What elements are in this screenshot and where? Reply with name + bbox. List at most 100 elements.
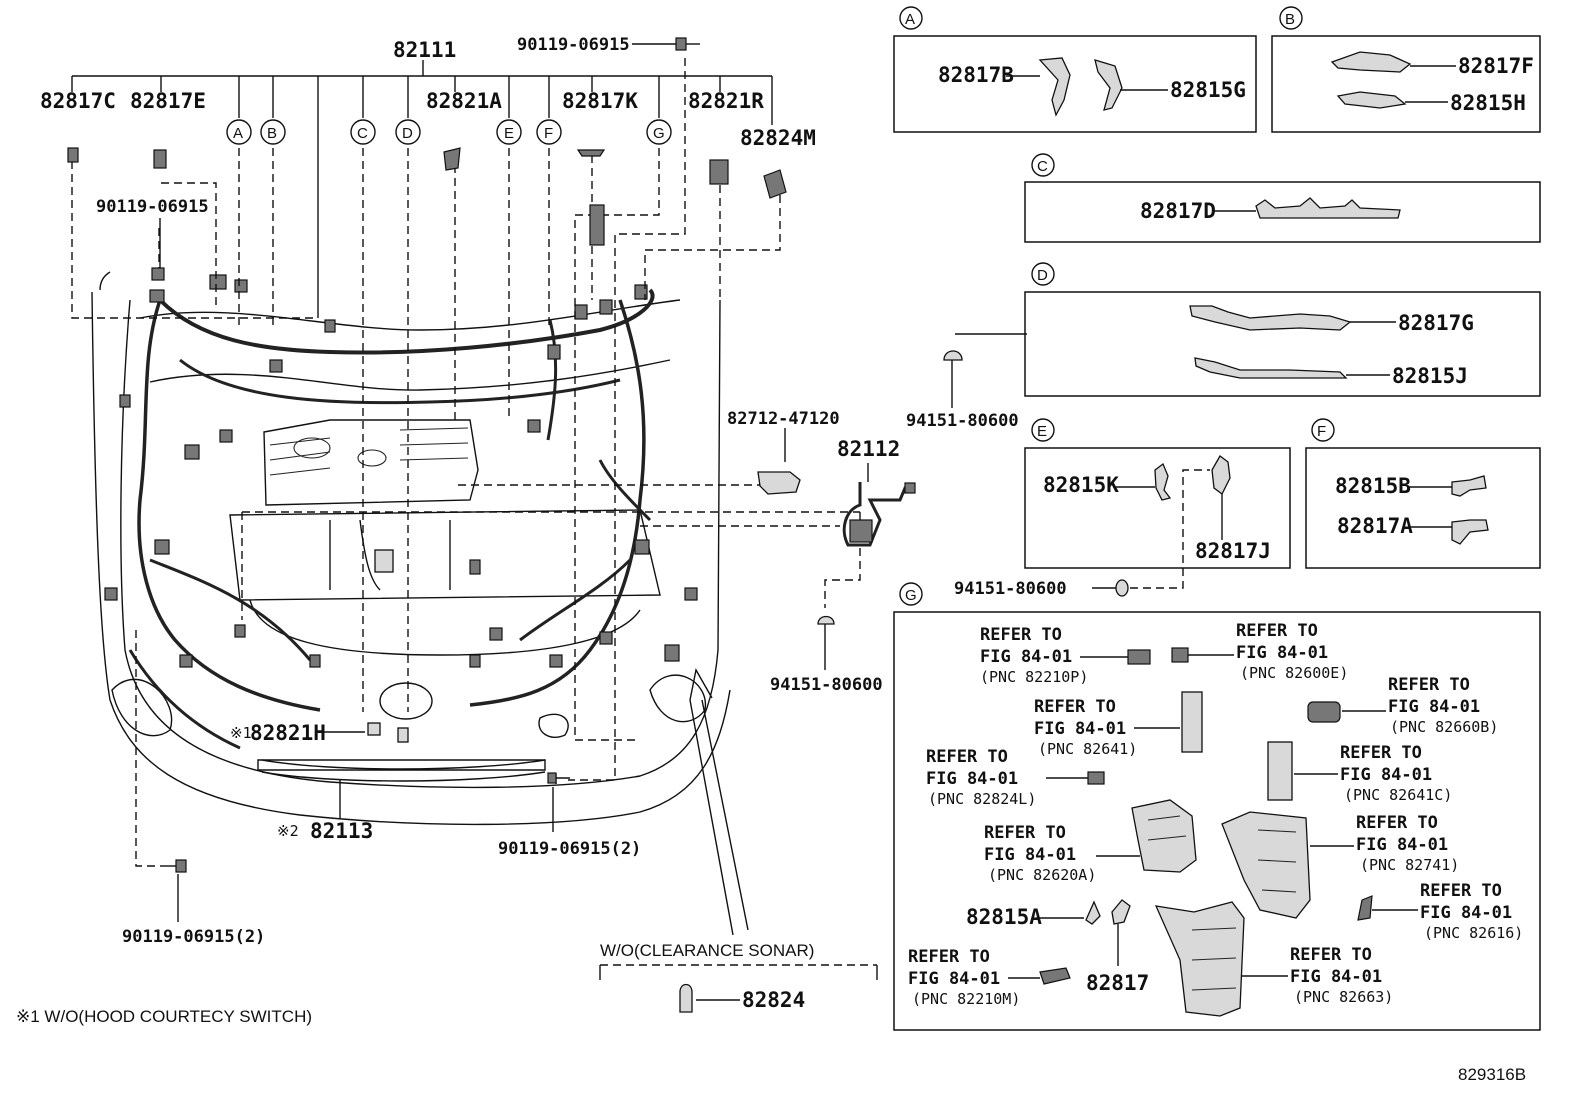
label-bolt-bottom-mid: 90119-06915(2) (498, 839, 641, 859)
label-82817G: 82817G (1398, 311, 1474, 335)
part-82815G-icon (1094, 59, 1123, 111)
ref-82641C: REFER TO FIG 84-01 (PNC 82641C) (1267, 741, 1452, 804)
ref-82663: REFER TO FIG 84-01 (PNC 82663) (1154, 901, 1393, 1017)
label-82817C: 82817C (40, 89, 116, 113)
part-82712-icon (757, 471, 801, 495)
label-82817E: 82817E (130, 89, 206, 113)
bolt-left-icon (151, 267, 165, 281)
part-82817A-icon (1451, 519, 1489, 545)
ref-82741: REFER TO FIG 84-01 (PNC 82741) (1221, 811, 1459, 919)
svg-text:FIG 84-01: FIG 84-01 (984, 845, 1076, 865)
part-82815H-icon (1336, 91, 1407, 109)
svg-text:E: E (504, 125, 514, 142)
ref-82600E: REFER TO FIG 84-01 (PNC 82600E) (1171, 621, 1348, 682)
svg-text:D: D (402, 125, 413, 142)
svg-text:F: F (544, 125, 553, 142)
ref-82824L: REFER TO FIG 84-01 (PNC 82824L) (926, 747, 1105, 808)
part-82817F-icon (1330, 51, 1412, 73)
label-bolt-bottom-left: 90119-06915(2) (122, 927, 265, 947)
callout-C: C (350, 119, 376, 145)
label-82113: 82113 (310, 819, 373, 843)
label-bolt-left: 90119-06915 (96, 197, 209, 217)
part-82815A-icon (1085, 900, 1101, 925)
svg-text:(PNC 82663): (PNC 82663) (1294, 988, 1393, 1006)
callout-F: F (536, 119, 562, 145)
callout-A: A (226, 119, 252, 145)
svg-text:REFER TO: REFER TO (926, 747, 1008, 767)
label-82817A: 82817A (1337, 514, 1413, 538)
label-clip-D: 94151-80600 (906, 411, 1019, 431)
part-82821R-icon (709, 159, 729, 185)
svg-text:REFER TO: REFER TO (1356, 813, 1438, 833)
label-82817K: 82817K (562, 89, 638, 113)
svg-text:REFER TO: REFER TO (1340, 743, 1422, 763)
label-82111: 82111 (393, 38, 456, 62)
label-82712-47120: 82712-47120 (727, 409, 840, 429)
label-clip-center: 94151-80600 (770, 675, 883, 695)
svg-text:B: B (267, 125, 277, 142)
clip-center-icon (817, 615, 835, 625)
label-82821H-mark: ※1 (230, 724, 252, 742)
svg-text:(PNC 82641): (PNC 82641) (1038, 740, 1137, 758)
label-82817B: 82817B (938, 63, 1014, 87)
svg-text:FIG 84-01: FIG 84-01 (1388, 697, 1480, 717)
svg-text:(PNC 82660B): (PNC 82660B) (1390, 718, 1498, 736)
svg-text:REFER TO: REFER TO (984, 823, 1066, 843)
svg-text:G: G (905, 587, 917, 604)
svg-text:FIG 84-01: FIG 84-01 (1340, 765, 1432, 785)
svg-text:G: G (653, 125, 665, 142)
svg-text:E: E (1037, 423, 1047, 440)
svg-text:(PNC 82620A): (PNC 82620A) (988, 866, 1096, 884)
part-82815J-icon (1194, 357, 1348, 379)
clip-E-icon (1115, 579, 1129, 597)
panel-A: A 82817B 82815G (893, 6, 1257, 133)
part-82821A-icon (443, 147, 461, 171)
figure-code: 829316B (1458, 1065, 1526, 1084)
label-82824: 82824 (742, 988, 805, 1012)
svg-text:REFER TO: REFER TO (1290, 945, 1372, 965)
label-82112: 82112 (837, 437, 900, 461)
panel-G: G REFER TO FIG 84-01 (PNC 82210P) REFER … (893, 582, 1541, 1031)
callout-B: B (260, 119, 286, 145)
ref-82620A: REFER TO FIG 84-01 (PNC 82620A) (984, 799, 1197, 884)
ref-82210P: REFER TO FIG 84-01 (PNC 82210P) (980, 625, 1151, 686)
svg-text:REFER TO: REFER TO (1034, 697, 1116, 717)
part-82824-icon (679, 983, 693, 1013)
svg-text:FIG 84-01: FIG 84-01 (1356, 835, 1448, 855)
panel-B: B 82817F 82815H (1271, 6, 1541, 133)
part-82817C-icon (67, 147, 79, 163)
part-82112-icon (842, 482, 916, 547)
part-82817-icon (1111, 899, 1131, 925)
svg-text:REFER TO: REFER TO (908, 947, 990, 967)
label-82815B: 82815B (1335, 474, 1411, 498)
label-82815K: 82815K (1043, 473, 1119, 497)
ref-82641: REFER TO FIG 84-01 (PNC 82641) (1034, 691, 1203, 758)
panel-E: E 82815K 82817J (1024, 418, 1291, 569)
callout-G: G (646, 119, 672, 145)
svg-text:FIG 84-01: FIG 84-01 (1236, 643, 1328, 663)
label-82113-mark: ※2 (277, 822, 299, 840)
svg-text:REFER TO: REFER TO (1236, 621, 1318, 641)
svg-text:(PNC 82210M): (PNC 82210M) (912, 990, 1020, 1008)
svg-text:C: C (1037, 158, 1048, 175)
svg-text:FIG 84-01: FIG 84-01 (1290, 967, 1382, 987)
engine-bay-drawing (91, 271, 731, 873)
svg-text:A: A (233, 125, 243, 142)
svg-text:B: B (1285, 11, 1295, 28)
ref-82210M: REFER TO FIG 84-01 (PNC 82210M) (908, 947, 1071, 1008)
label-82815A: 82815A (966, 905, 1042, 929)
label-82817D: 82817D (1140, 199, 1216, 223)
svg-text:D: D (1037, 267, 1048, 284)
label-82817J: 82817J (1195, 539, 1271, 563)
svg-text:(PNC 82210P): (PNC 82210P) (980, 668, 1088, 686)
harness-connector-icon (589, 204, 605, 246)
svg-text:FIG 84-01: FIG 84-01 (980, 647, 1072, 667)
svg-text:FIG 84-01: FIG 84-01 (1034, 719, 1126, 739)
label-82815G: 82815G (1170, 78, 1246, 102)
label-82817: 82817 (1086, 971, 1149, 995)
part-82815B-icon (1451, 475, 1487, 497)
label-82821R: 82821R (688, 89, 764, 113)
svg-text:REFER TO: REFER TO (980, 625, 1062, 645)
svg-text:REFER TO: REFER TO (1388, 675, 1470, 695)
